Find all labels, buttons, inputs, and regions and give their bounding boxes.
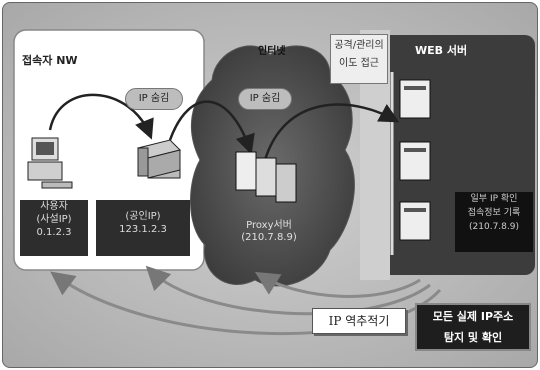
web-server-icon-3 <box>400 202 430 240</box>
ip-hide-badge-2: IP 숨김 <box>238 88 292 110</box>
web-server-icon-1 <box>400 80 430 118</box>
server-info-line3: (210.7.8.9) <box>455 220 533 234</box>
internet-title: 인터넷 <box>258 42 286 57</box>
attack-note-line2: 이도 접근 <box>331 57 387 71</box>
web-server-icon-2 <box>400 142 430 180</box>
attack-access-note: 공격/관리의 이도 접근 <box>330 34 388 84</box>
user-network-title: 접속자 NW <box>22 52 78 68</box>
private-ip-line2: (사설IP) <box>20 213 88 226</box>
result-line1: 모든 실제 IP주소 <box>417 308 529 326</box>
trace-result-box: 모든 실제 IP주소 탐지 및 확인 <box>415 303 531 351</box>
public-ip-box: (공인IP) 123.1.2.3 <box>96 200 190 256</box>
proxy-line1: Proxy서버 <box>224 220 314 232</box>
public-ip-line2: 123.1.2.3 <box>96 223 190 236</box>
web-server-title: WEB 서버 <box>415 42 467 58</box>
private-ip-box: 사용자 (사설IP) 0.1.2.3 <box>20 200 88 256</box>
private-ip-line1: 사용자 <box>20 200 88 213</box>
server-info-line1: 일부 IP 확인 <box>455 192 533 206</box>
proxy-line2: (210.7.8.9) <box>224 232 314 244</box>
ip-trace-button[interactable]: IP 역추적기 <box>312 308 406 334</box>
server-log-info: 일부 IP 확인 접속정보 기록 (210.7.8.9) <box>455 192 533 252</box>
public-ip-line1: (공인IP) <box>96 210 190 223</box>
proxy-server-label: Proxy서버 (210.7.8.9) <box>224 220 314 244</box>
result-line2: 탐지 및 확인 <box>417 329 529 347</box>
server-info-line2: 접속정보 기록 <box>455 206 533 220</box>
ip-hide-badge-1: IP 숨김 <box>125 88 183 110</box>
attack-note-line1: 공격/관리의 <box>331 39 387 53</box>
private-ip-line3: 0.1.2.3 <box>20 226 88 239</box>
